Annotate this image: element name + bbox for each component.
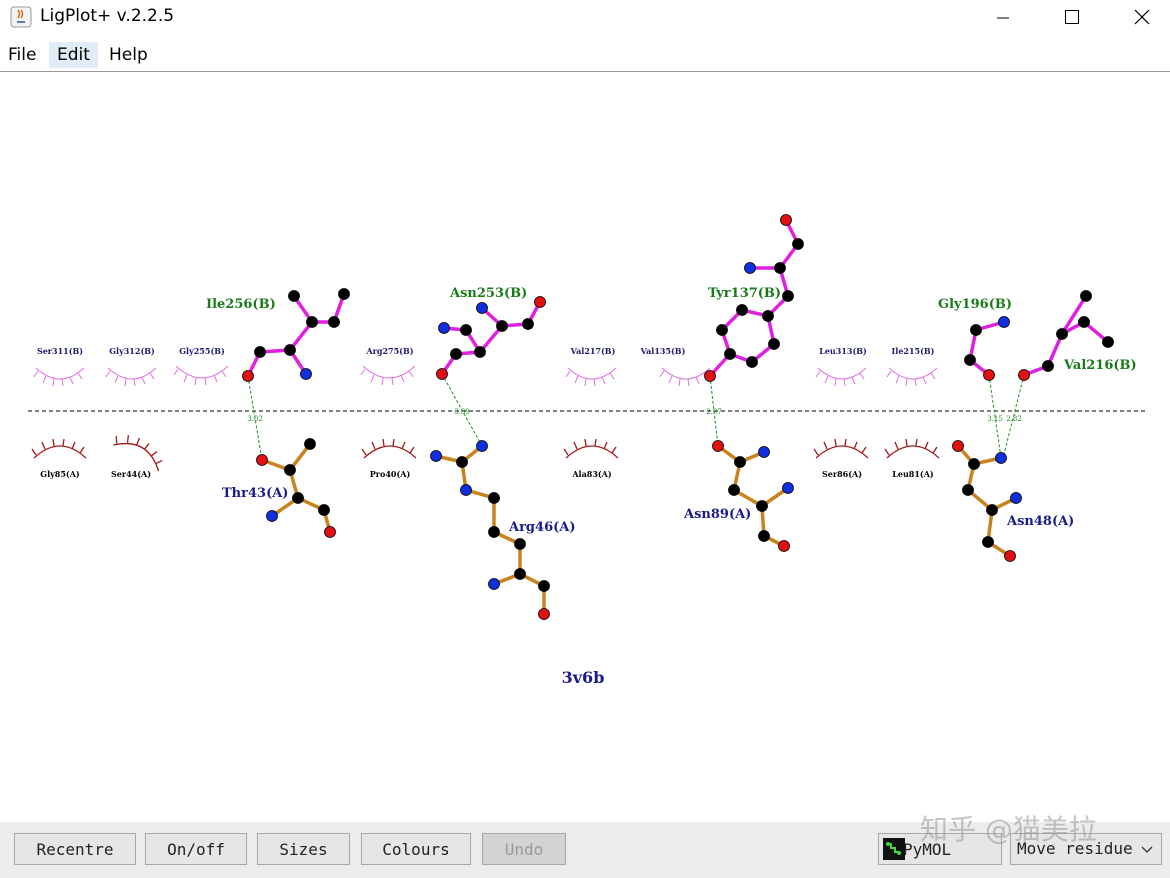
hydrophobic-label: Ile215(B) xyxy=(892,346,935,356)
maximize-button[interactable] xyxy=(1049,0,1095,34)
pymol-icon xyxy=(883,838,905,860)
hbond-distance: 2.97 xyxy=(706,408,722,416)
plot-title: 3v6b xyxy=(562,668,605,687)
hbond-distance: 3.02 xyxy=(247,415,263,423)
hydrophobic-label: Gly312(B) xyxy=(109,346,155,356)
hydrophobic-labels-b: Ser311(B) Gly312(B) Gly255(B) Arg275(B) … xyxy=(37,346,935,356)
title-bar: LigPlot+ v.2.2.5 xyxy=(0,0,1170,34)
hydrophobic-label: Ala83(A) xyxy=(571,469,612,479)
hydrophobic-label: Arg275(B) xyxy=(365,346,413,356)
undo-button[interactable]: Undo xyxy=(482,833,566,865)
hydrophobic-arc xyxy=(361,438,417,459)
hbond-distance: 2.82 xyxy=(1006,415,1022,423)
recentre-button[interactable]: Recentre xyxy=(14,833,136,865)
hydrophobic-arcs-a xyxy=(31,435,940,472)
hydrogen-bonds xyxy=(247,373,1025,461)
hydrophobic-label: Ser311(B) xyxy=(37,346,83,356)
residue-label-arg46: Arg46(A) xyxy=(508,520,576,535)
hbond-distance: 3.09 xyxy=(454,408,470,416)
hydrophobic-arcs-b xyxy=(33,365,938,387)
hydrophobic-label: Leu313(B) xyxy=(819,346,867,356)
mode-select[interactable]: Move residue xyxy=(1010,833,1162,865)
residue-label-thr43: Thr43(A) xyxy=(222,486,288,501)
minimize-icon xyxy=(997,17,1009,19)
hydrophobic-arc xyxy=(105,367,157,387)
menu-edit[interactable]: Edit xyxy=(49,42,98,68)
hbond-distance: 3.15 xyxy=(987,415,1003,423)
pymol-button[interactable]: PyMOL xyxy=(878,833,1002,865)
hydrophobic-arc xyxy=(815,367,867,387)
sizes-button[interactable]: Sizes xyxy=(257,833,350,865)
hydrophobic-label: Leu81(A) xyxy=(892,469,934,479)
residue-label-gly196: Gly196(B) xyxy=(938,297,1012,312)
hydrophobic-label: Gly255(B) xyxy=(179,346,225,356)
residue-label-ile256: Ile256(B) xyxy=(206,297,276,312)
minimize-button[interactable] xyxy=(980,0,1026,34)
hydrophobic-arc xyxy=(31,438,87,459)
residue-label-asn48: Asn48(A) xyxy=(1006,514,1074,529)
hydrophobic-label: Ser44(A) xyxy=(111,469,151,479)
menu-help[interactable]: Help xyxy=(109,45,148,65)
residue-label-tyr137: Tyr137(B) xyxy=(708,286,781,301)
hydrophobic-arc xyxy=(33,367,85,387)
plot-canvas[interactable]: Ser311(B) Gly312(B) Gly255(B) Arg275(B) … xyxy=(0,72,1170,822)
hbond-distance-labels: 3.02 3.09 2.97 3.15 2.82 xyxy=(247,408,1022,423)
residue-label-asn253: Asn253(B) xyxy=(449,286,527,301)
hydrophobic-arc xyxy=(173,365,229,386)
hydrophobic-arc xyxy=(886,367,938,387)
hydrophobic-arc xyxy=(884,438,940,459)
residue-label-val216: Val216(B) xyxy=(1063,358,1137,373)
residue-labels-a: Thr43(A) Arg46(A) Asn89(A) Asn48(A) xyxy=(222,486,1074,535)
pymol-label: PyMOL xyxy=(903,839,952,859)
hydrophobic-arc xyxy=(113,435,163,472)
hydrophobic-arc xyxy=(659,367,711,387)
window-title: LigPlot+ v.2.2.5 xyxy=(40,6,175,26)
hydrophobic-label: Ser86(A) xyxy=(822,469,862,479)
chevron-down-icon xyxy=(1141,846,1153,853)
colours-button[interactable]: Colours xyxy=(361,833,471,865)
onoff-button[interactable]: On/off xyxy=(145,833,247,865)
hydrophobic-arc xyxy=(813,438,869,459)
close-window-button[interactable] xyxy=(1119,0,1165,34)
hydrophobic-arc xyxy=(563,438,619,459)
ligplot-diagram[interactable]: Ser311(B) Gly312(B) Gly255(B) Arg275(B) … xyxy=(0,72,1170,822)
menu-file[interactable]: File xyxy=(8,45,37,65)
hydrophobic-arc xyxy=(360,365,416,386)
hydrophobic-label: Val217(B) xyxy=(570,346,616,356)
close-icon xyxy=(1134,9,1150,25)
hydrophobic-label: Pro40(A) xyxy=(370,469,411,479)
java-app-icon xyxy=(10,6,32,28)
hydrophobic-label: Val135(B) xyxy=(640,346,686,356)
maximize-icon xyxy=(1065,10,1079,24)
atoms xyxy=(242,214,1114,620)
bottom-toolbar: Recentre On/off Sizes Colours Undo PyMOL… xyxy=(0,822,1170,878)
residue-label-asn89: Asn89(A) xyxy=(683,507,751,522)
residue-labels-b: Ile256(B) Asn253(B) Tyr137(B) Gly196(B) … xyxy=(206,286,1137,373)
hydrophobic-labels-a: Gly85(A) Ser44(A) Pro40(A) Ala83(A) Ser8… xyxy=(40,469,934,479)
hydrophobic-arc xyxy=(565,367,617,387)
mode-select-value: Move residue xyxy=(1017,839,1133,858)
menu-bar: File Edit Help xyxy=(0,38,1170,72)
hydrophobic-label: Gly85(A) xyxy=(40,469,80,479)
